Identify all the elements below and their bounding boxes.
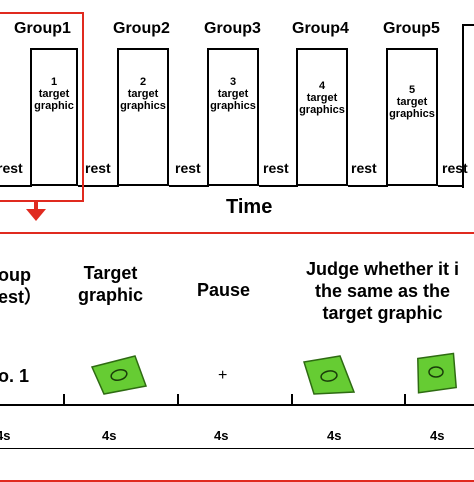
rest-baseline (438, 185, 464, 187)
group-block-3: 3 target graphics (207, 48, 259, 186)
judge-header: Judge whether it i the same as the targe… (306, 258, 459, 324)
group-label-1: Group1 (14, 20, 71, 37)
rest-baseline (348, 185, 388, 187)
group-block-number: 1 (50, 76, 58, 88)
rest-baseline (78, 185, 119, 187)
group-block-line1: target (217, 88, 249, 100)
header-line: est） (0, 287, 43, 307)
timeline-tick (291, 394, 293, 406)
duration-label-4: 4s (430, 428, 445, 443)
group-block-number: 3 (229, 76, 237, 88)
shape-parallelogram (90, 355, 148, 395)
group-block-line2: graphics (389, 108, 435, 120)
shape-parallelogram (417, 352, 458, 394)
shape-ellipse (320, 370, 338, 382)
trial-row-label: o. 1 (0, 366, 30, 386)
shape-ellipse (110, 368, 128, 382)
rest-label-4: rest (351, 160, 377, 176)
rest-label-0: rest (0, 160, 23, 176)
group-block-line1: target (306, 92, 338, 104)
down-arrow-stem (34, 202, 38, 210)
group1-highlight-box (0, 12, 84, 202)
rest-baseline (259, 185, 298, 187)
rest-label-3: rest (263, 160, 289, 176)
rest-baseline (0, 185, 32, 187)
shape-ellipse (428, 366, 444, 378)
duration-rule (0, 448, 474, 449)
trial-timeline (0, 404, 474, 406)
group-rest-header: oup est） (0, 264, 42, 308)
test-graphic-shape-1 (303, 355, 356, 395)
duration-label-1: 4s (102, 428, 117, 443)
test-graphic-shape-2 (417, 352, 458, 394)
group-label-5: Group5 (383, 20, 440, 37)
group-block-partial (462, 24, 474, 188)
header-line: Target (83, 263, 138, 283)
group-block-line2: graphics (120, 100, 166, 112)
pause-header: Pause (197, 280, 251, 300)
duration-label-0: 4s (0, 428, 11, 443)
group-block-2: 2 target graphics (117, 48, 169, 186)
timeline-tick (63, 394, 65, 406)
header-line: the same as the (314, 281, 451, 301)
rest-label-1: rest (85, 160, 111, 176)
time-title: Time (226, 196, 273, 218)
group-block-line1: target (396, 96, 428, 108)
header-line: graphic (78, 285, 144, 305)
group-block-1: 1 target graphic (30, 48, 78, 186)
shape-parallelogram (303, 355, 356, 395)
group-block-5: 5 target graphics (386, 48, 438, 186)
group-block-line1: target (38, 88, 70, 100)
group-label-2: Group2 (113, 20, 170, 37)
group-block-number: 5 (408, 84, 416, 96)
target-graphic-header: Target graphic (78, 262, 143, 306)
group-block-number: 4 (318, 80, 326, 92)
group-block-line2: graphics (210, 100, 256, 112)
group-block-4: 4 target graphics (296, 48, 348, 186)
rest-label-2: rest (175, 160, 201, 176)
header-line: Judge whether it i (306, 259, 460, 279)
duration-label-2: 4s (214, 428, 229, 443)
target-graphic-shape (90, 355, 148, 395)
down-arrow-icon (26, 209, 46, 221)
rest-baseline (169, 185, 209, 187)
group-block-line1: target (127, 88, 159, 100)
group-block-number: 2 (139, 76, 147, 88)
header-line: target graphic (322, 303, 443, 323)
timeline-tick (177, 394, 179, 406)
group-label-3: Group3 (204, 20, 261, 37)
duration-label-3: 4s (327, 428, 342, 443)
group-label-4: Group4 (292, 20, 349, 37)
group-block-line2: graphics (299, 104, 345, 116)
rest-label-5: rest (442, 160, 468, 176)
fixation-cross-icon: + (218, 367, 228, 384)
header-line: oup (0, 265, 31, 285)
group-block-line2: graphic (34, 100, 74, 112)
timeline-tick (404, 394, 406, 406)
